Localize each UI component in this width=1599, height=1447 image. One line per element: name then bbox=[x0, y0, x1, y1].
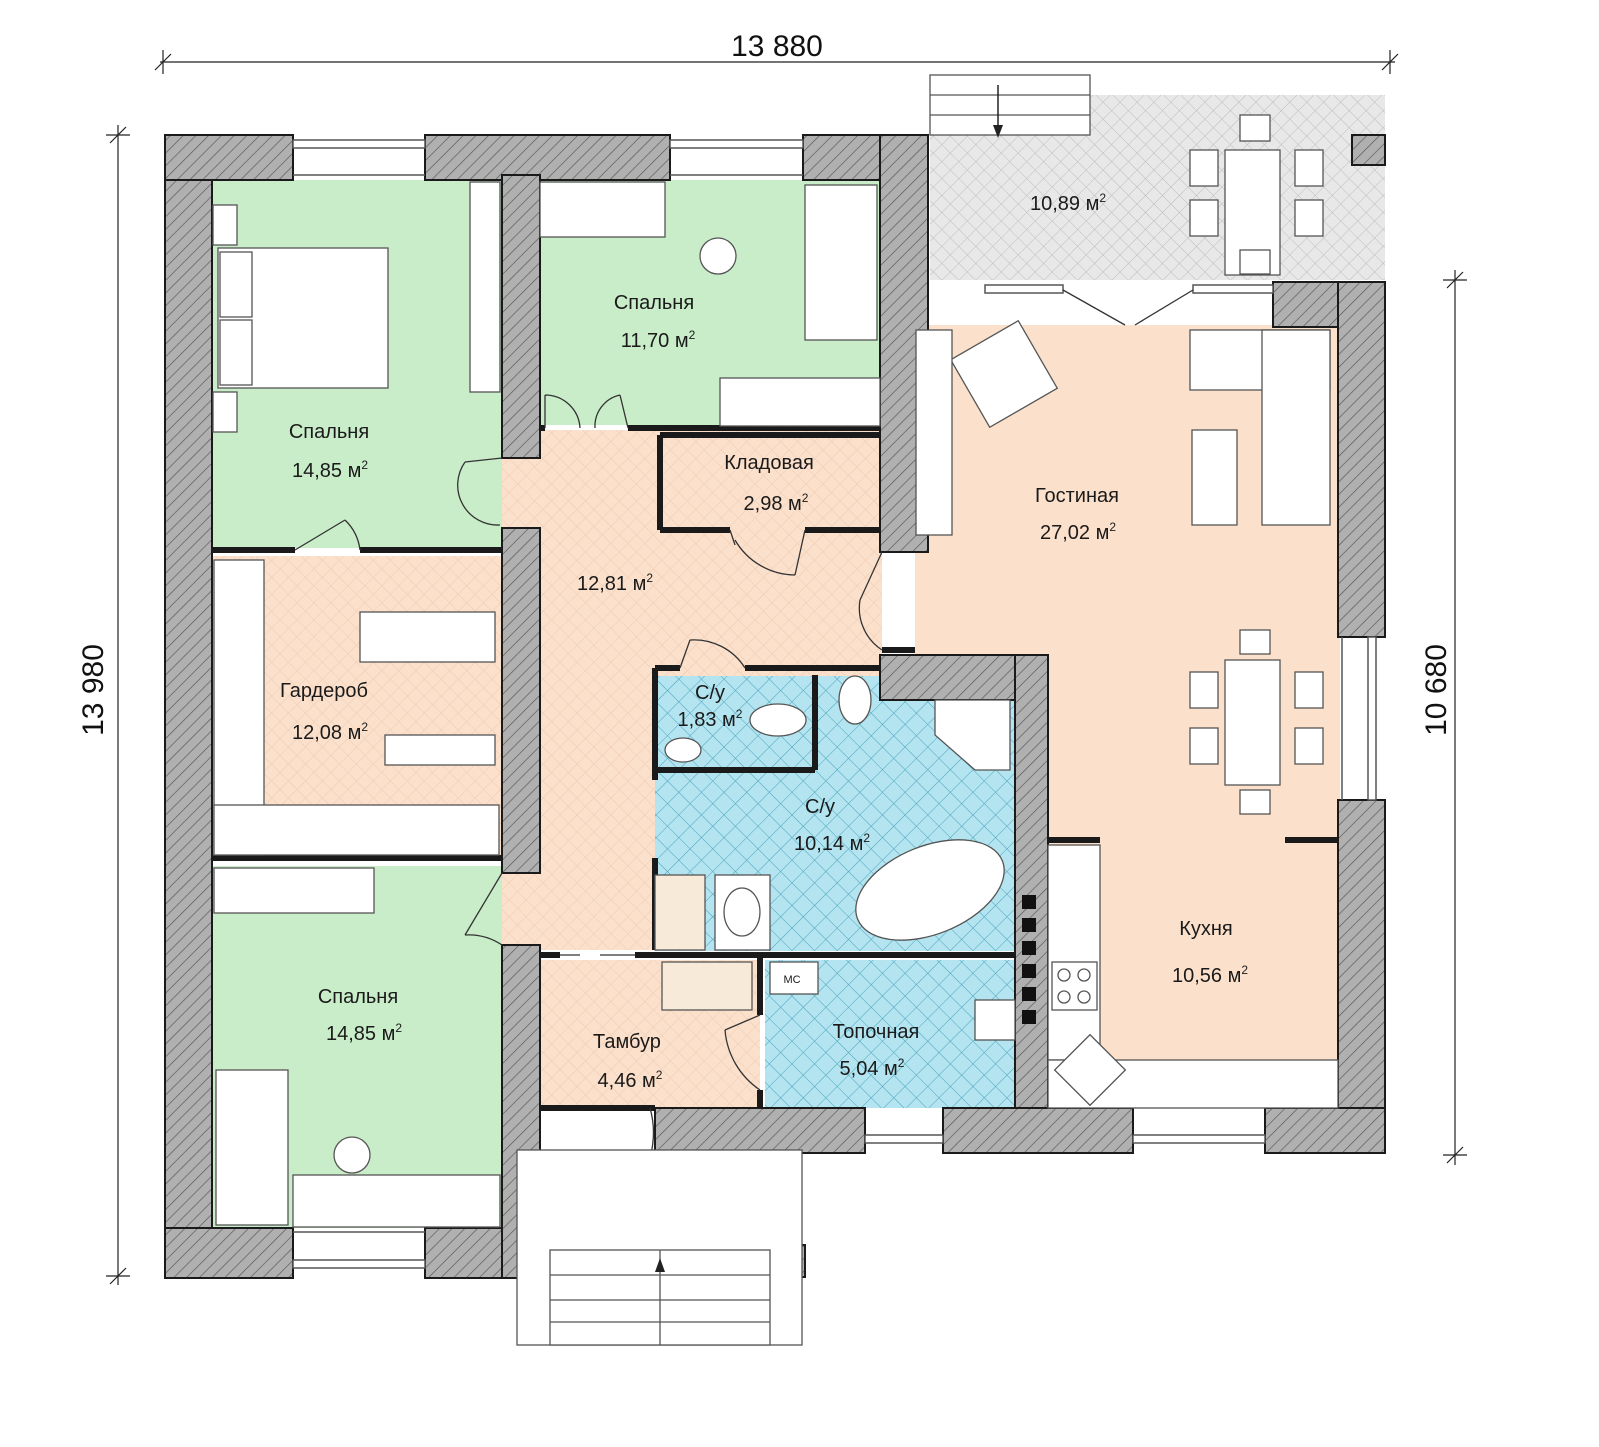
wardrobe-unit bbox=[213, 867, 375, 914]
room-area-hall: 12,81 м2 bbox=[577, 571, 653, 595]
room-area-terrace: 10,89 м2 bbox=[1030, 191, 1106, 215]
shelving bbox=[661, 961, 753, 1011]
terrace-entry-arrow-icon bbox=[993, 125, 1003, 138]
room-area-living: 27,02 м2 bbox=[1040, 520, 1116, 544]
room-area-wardrobe: 12,08 м2 bbox=[292, 720, 368, 744]
single-bed bbox=[215, 1069, 289, 1226]
terrace-table bbox=[1224, 149, 1281, 276]
room-area-bedroom-bottom-left: 14,85 м2 bbox=[326, 1021, 402, 1045]
sink bbox=[664, 737, 702, 763]
shelving bbox=[654, 874, 706, 951]
coffee-table bbox=[1191, 429, 1238, 526]
room-name-bedroom-top-mid: Спальня bbox=[614, 292, 694, 314]
kitchen-counter bbox=[1047, 844, 1101, 1061]
direction-arrows bbox=[655, 85, 1003, 1272]
armchair bbox=[949, 319, 1059, 429]
dimension-right-depth: 10 680 bbox=[1420, 644, 1453, 736]
exercise-bench bbox=[384, 734, 496, 766]
boiler-unit bbox=[769, 961, 819, 995]
boiler-equipment-label: МС bbox=[783, 974, 800, 986]
room-name-pantry: Кладовая bbox=[724, 452, 814, 474]
windows bbox=[292, 139, 1377, 1269]
bathtub bbox=[855, 839, 1005, 941]
room-name-bathroom: С/у bbox=[805, 796, 835, 818]
treadmill bbox=[359, 611, 496, 663]
room-name-wc-small: С/у bbox=[695, 682, 725, 704]
room-labels: Спальня 14,85 м2 Спальня 11,70 м2 10,89 … bbox=[280, 191, 1248, 1092]
room-name-living: Гостиная bbox=[1035, 485, 1119, 507]
desk bbox=[292, 1174, 501, 1228]
chimney-vents bbox=[1022, 895, 1036, 1024]
doors bbox=[294, 289, 1194, 1181]
tv-stand bbox=[915, 329, 953, 536]
room-area-bedroom-top-left: 14,85 м2 bbox=[292, 458, 368, 482]
room-name-bedroom-bottom-left: Спальня bbox=[318, 986, 398, 1008]
toilet bbox=[749, 703, 807, 737]
water-heater bbox=[974, 999, 1016, 1041]
nightstand bbox=[212, 391, 238, 433]
chair bbox=[333, 1136, 371, 1174]
room-area-bedroom-top-mid: 11,70 м2 bbox=[621, 328, 696, 352]
wardrobe-unit bbox=[469, 181, 501, 393]
nightstand bbox=[212, 204, 238, 246]
dimension-width: 13 880 bbox=[731, 30, 823, 63]
single-bed bbox=[804, 184, 878, 341]
corner-sofa-side bbox=[1261, 329, 1331, 526]
room-area-vestibule: 4,46 м2 bbox=[598, 1068, 663, 1092]
furniture bbox=[212, 74, 1339, 1346]
desk bbox=[539, 181, 666, 238]
room-area-wc-small: 1,83 м2 bbox=[678, 707, 743, 731]
stove bbox=[1051, 961, 1098, 1011]
chair bbox=[699, 237, 737, 275]
partitions bbox=[212, 425, 1338, 1111]
terrace-steps bbox=[929, 74, 1091, 136]
dimension-lines bbox=[106, 50, 1467, 1285]
room-name-wardrobe: Гардероб bbox=[280, 680, 368, 702]
room-area-boiler: 5,04 м2 bbox=[840, 1056, 905, 1080]
shower bbox=[934, 699, 1011, 771]
shelf bbox=[719, 377, 881, 427]
room-area-kitchen: 10,56 м2 bbox=[1172, 963, 1248, 987]
main-entry-arrow-icon bbox=[655, 1258, 665, 1272]
dimension-depth: 13 980 bbox=[77, 644, 110, 736]
pantry-floor bbox=[665, 438, 880, 530]
room-name-vestibule: Тамбур bbox=[593, 1031, 661, 1053]
dining-table bbox=[1224, 659, 1281, 786]
room-name-boiler: Топочная bbox=[833, 1021, 920, 1043]
kitchen-sink bbox=[1053, 1033, 1127, 1107]
room-area-pantry: 2,98 м2 bbox=[744, 491, 809, 515]
room-area-bathroom: 10,14 м2 bbox=[794, 831, 870, 855]
room-name-bedroom-top-left: Спальня bbox=[289, 421, 369, 443]
toilet bbox=[838, 675, 872, 725]
room-name-kitchen: Кухня bbox=[1179, 918, 1233, 940]
